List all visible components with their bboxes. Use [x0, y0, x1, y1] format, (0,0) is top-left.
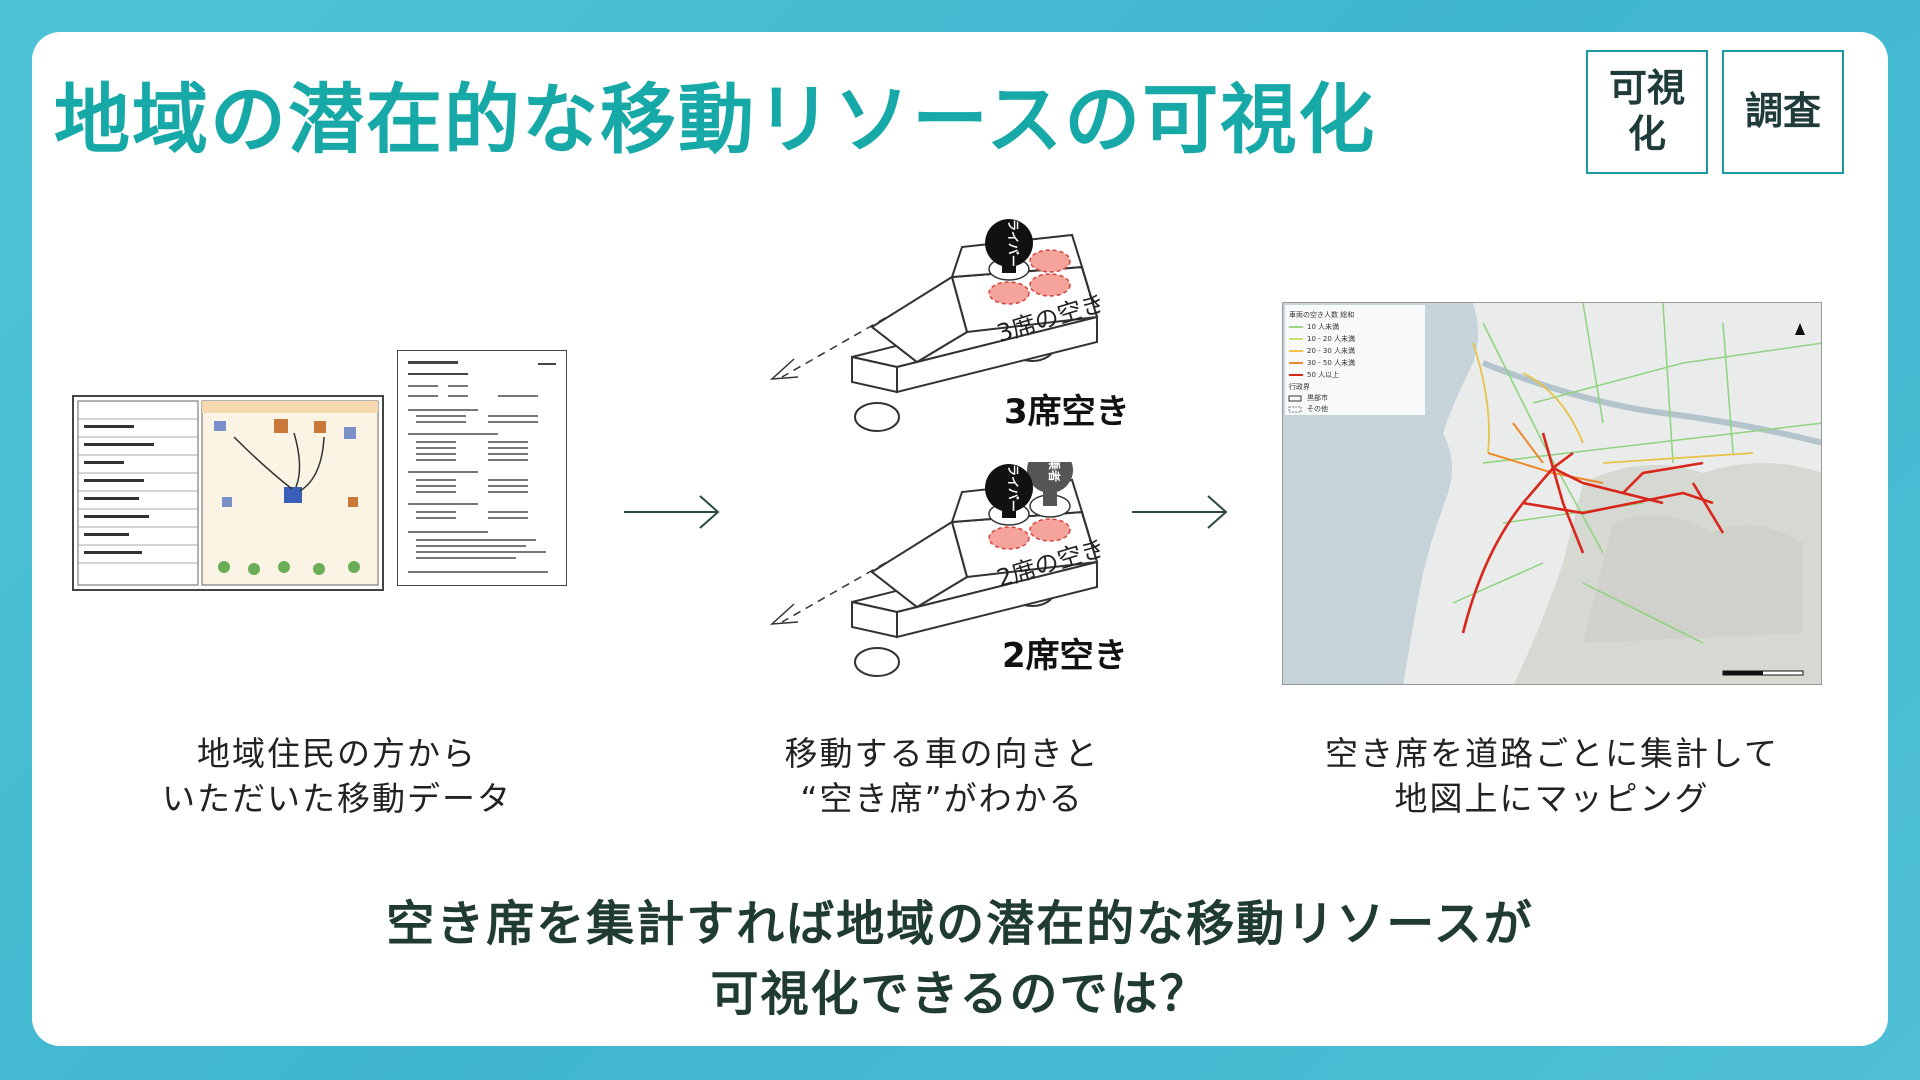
step-2-caption: 移動する車の向きと “空き席”がわかる [752, 732, 1132, 821]
caption-line: 空き席を道路ごとに集計して [1324, 734, 1779, 773]
caption-line: 移動する車の向きと [784, 734, 1100, 773]
legend-extra: 行政界 [1289, 382, 1310, 391]
legend-item: 50 人以上 [1307, 370, 1339, 379]
arrow-right-icon [1132, 495, 1228, 529]
seat-availability-map: 車両の空き人数 総和 10 人未満 10 - 20 人未満 20 - 30 人未… [1282, 302, 1822, 685]
legend-extra: 黒部市 [1307, 393, 1328, 402]
legend-item: 10 - 20 人未満 [1307, 334, 1355, 343]
car-2-seats-illustration: 同乗者 ドライバー 2席の空き [769, 462, 1108, 677]
car-3-seats-illustration: ドライバー 3席の空き [769, 217, 1108, 432]
page-title: 地域の潜在的な移動リソースの可視化 [54, 75, 1377, 164]
driver-pin-label: ドライバー [1006, 217, 1020, 267]
step-3-caption: 空き席を道路ごとに集計して 地図上にマッピング [1302, 732, 1802, 821]
north-arrow-icon [1795, 323, 1805, 335]
driver-pin-label: ドライバー [1006, 462, 1020, 512]
map-legend-title: 車両の空き人数 総和 [1289, 310, 1354, 319]
caption-line: “空き席”がわかる [800, 778, 1084, 818]
tag-survey: 調査 [1722, 50, 1844, 174]
conclusion-text: 空き席を集計すれば地域の潜在的な移動リソースが 可視化できるのでは？ [32, 890, 1888, 1029]
caption-line: 地図上にマッピング [1394, 778, 1710, 818]
caption-line: 地域住民の方から [197, 734, 477, 773]
step-1-caption: 地域住民の方から いただいた移動データ [142, 732, 532, 821]
slide-card: 地域の潜在的な移動リソースの可視化 可視化 調査 [32, 32, 1888, 1046]
travel-diary-image [74, 397, 382, 589]
arrow-right-icon [624, 495, 720, 529]
car-3-seats-label: 3席空き [1004, 392, 1130, 432]
travel-diary-sheet [72, 395, 384, 591]
conclusion-line: 可視化できるのでは？ [710, 965, 1210, 1022]
conclusion-line: 空き席を集計すれば地域の潜在的な移動リソースが [386, 896, 1534, 952]
car-2-seats-label: 2席空き [1002, 636, 1128, 676]
passenger-pin-label: 同乗者 [1047, 462, 1062, 482]
legend-item: 10 人未満 [1307, 322, 1339, 331]
legend-item: 30 - 50 人未満 [1307, 358, 1355, 367]
questionnaire-image [398, 351, 566, 585]
caption-line: いただいた移動データ [162, 778, 512, 818]
legend-item: 20 - 30 人未満 [1307, 346, 1355, 355]
map-image: 車両の空き人数 総和 10 人未満 10 - 20 人未満 20 - 30 人未… [1283, 303, 1821, 684]
legend-extra: その他 [1307, 404, 1328, 413]
tag-visualization: 可視化 [1586, 50, 1708, 174]
questionnaire-sheet [397, 350, 567, 586]
